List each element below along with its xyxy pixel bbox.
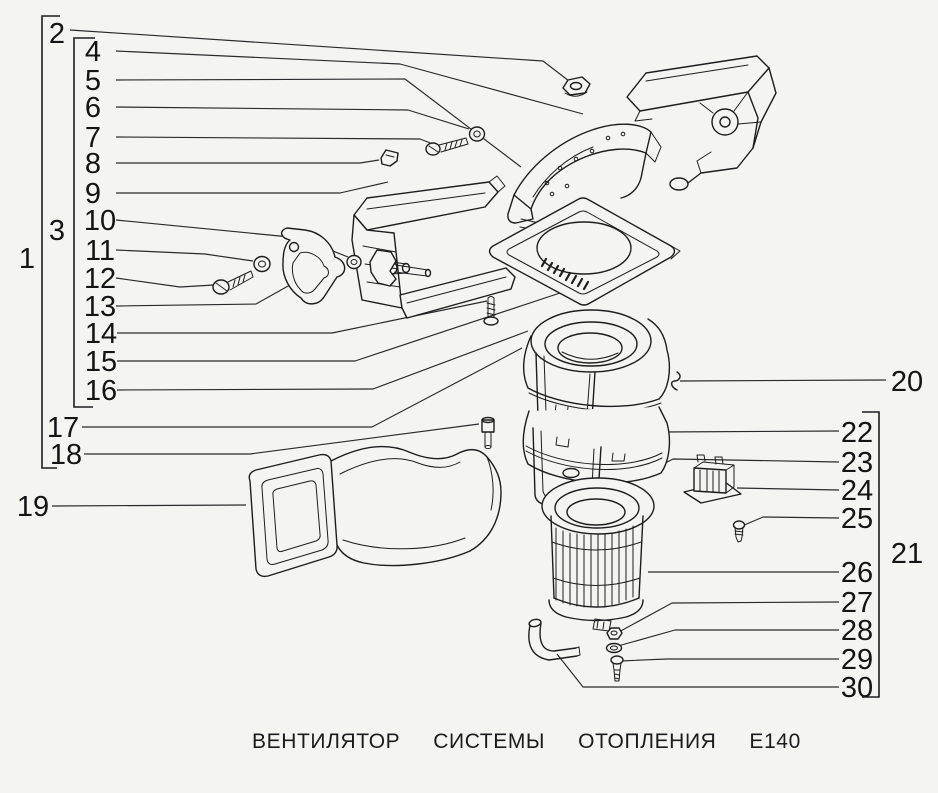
callout-label-29: 29 xyxy=(841,644,873,676)
leader-line-11 xyxy=(115,249,254,262)
leader-line-22 xyxy=(658,430,840,433)
cooling-tube-drawing xyxy=(528,618,581,661)
leader-lines xyxy=(51,29,887,688)
leader-line-16 xyxy=(116,330,529,391)
callout-label-28: 28 xyxy=(841,615,873,647)
spring-clip-drawing xyxy=(380,149,399,167)
callout-label-14: 14 xyxy=(85,318,117,350)
leader-line-2 xyxy=(69,29,570,82)
caption-word-2: СИСТЕМЫ xyxy=(433,730,546,753)
leader-line-17 xyxy=(82,347,523,428)
flange-nut-drawing xyxy=(562,76,591,97)
leader-line-6 xyxy=(115,106,470,130)
bracket-washer-drawing xyxy=(253,255,271,273)
callout-label-7: 7 xyxy=(85,122,101,154)
bushing-drawing xyxy=(346,254,362,270)
callout-label-19: 19 xyxy=(17,491,49,523)
callout-label-26: 26 xyxy=(841,557,873,589)
callout-label-30: 30 xyxy=(841,672,873,704)
callout-label-8: 8 xyxy=(85,148,101,180)
leader-line-8 xyxy=(116,159,380,164)
callout-label-13: 13 xyxy=(84,291,116,323)
callout-label-17: 17 xyxy=(47,412,79,444)
callout-label-3: 3 xyxy=(49,215,65,247)
callout-label-20: 20 xyxy=(891,366,923,398)
callout-label-21: 21 xyxy=(891,538,923,570)
frame-screw-drawing xyxy=(483,296,499,326)
leader-line-9 xyxy=(116,181,389,194)
fan-housing-upper-drawing xyxy=(523,309,671,435)
retaining-clip-drawing xyxy=(670,371,681,391)
callout-label-15: 15 xyxy=(85,346,117,378)
leader-line-4 xyxy=(115,50,584,115)
leader-line-19 xyxy=(51,504,247,507)
cowl-screw-drawing xyxy=(425,137,469,156)
control-bracket-drawing xyxy=(280,227,346,305)
callout-label-6: 6 xyxy=(85,92,101,124)
callout-label-25: 25 xyxy=(841,503,873,535)
callout-label-2: 2 xyxy=(49,18,65,50)
leader-line-30 xyxy=(556,653,839,688)
callout-label-22: 22 xyxy=(841,417,873,449)
leader-line-12 xyxy=(115,277,215,288)
leader-line-20 xyxy=(679,379,887,382)
callout-label-23: 23 xyxy=(841,447,873,479)
resistor-screw-drawing xyxy=(732,520,746,543)
leader-line-28 xyxy=(617,629,839,647)
caption-code: Е140 xyxy=(749,730,801,753)
leader-line-29 xyxy=(619,658,839,662)
caption-word-3: ОТОПЛЕНИЯ xyxy=(578,730,717,753)
callout-label-16: 16 xyxy=(85,375,117,407)
seal-gasket-drawing xyxy=(488,197,681,306)
figure-caption: ВЕНТИЛЯТОР СИСТЕМЫ ОТОПЛЕНИЯ Е140 xyxy=(252,730,801,754)
motor-nut-drawing xyxy=(606,627,623,640)
callout-label-24: 24 xyxy=(841,475,873,507)
bracket-screw-drawing xyxy=(212,270,254,295)
callout-labels: 1234567891011121314151617181920212223242… xyxy=(17,18,923,704)
leader-line-18 xyxy=(84,423,480,455)
housing-bolt-drawing xyxy=(481,416,495,449)
leader-line-25 xyxy=(741,516,840,527)
fan-motor-drawing xyxy=(541,477,655,632)
leader-line-24 xyxy=(736,487,840,491)
bracket-21 xyxy=(862,411,880,698)
motor-screw-drawing xyxy=(610,655,624,682)
group-brackets xyxy=(41,15,880,698)
callout-label-27: 27 xyxy=(841,587,873,619)
leader-line-14 xyxy=(117,300,488,334)
resistor-drawing xyxy=(683,454,742,504)
support-frame-drawing xyxy=(626,55,777,191)
callout-label-4: 4 xyxy=(85,36,101,68)
air-duct-drawing xyxy=(248,445,502,578)
drawing-parts xyxy=(212,55,777,682)
leader-line-27 xyxy=(616,601,840,634)
leader-line-5 xyxy=(115,78,522,168)
callout-label-5: 5 xyxy=(85,65,101,97)
leader-line-13 xyxy=(115,280,298,307)
motor-washer-drawing xyxy=(605,642,623,654)
callout-label-9: 9 xyxy=(85,178,101,210)
callout-label-10: 10 xyxy=(84,205,116,237)
bracket-3 xyxy=(73,37,95,408)
cowl-washer-drawing xyxy=(468,126,486,142)
callout-label-18: 18 xyxy=(50,439,82,471)
leader-line-15 xyxy=(117,291,564,362)
leader-line-7 xyxy=(115,136,434,145)
callout-label-12: 12 xyxy=(84,263,116,295)
caption-word-1: ВЕНТИЛЯТОР xyxy=(252,730,401,753)
callout-label-11: 11 xyxy=(85,235,115,267)
callout-label-1: 1 xyxy=(19,243,35,275)
damper-lever-drawing xyxy=(369,249,432,287)
bracket-1 xyxy=(41,15,60,469)
